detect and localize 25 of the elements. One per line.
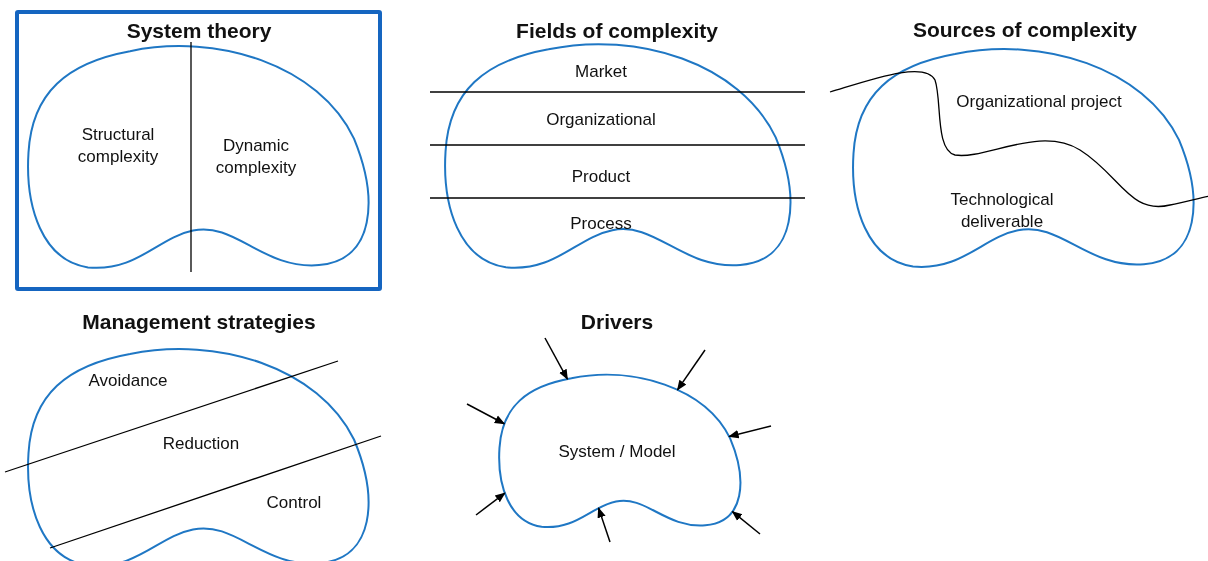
region-label: Dynamic complexity — [214, 135, 298, 179]
arrow — [731, 510, 761, 535]
arrow — [597, 507, 611, 543]
region-label: Product — [570, 166, 632, 188]
arrow — [544, 337, 569, 380]
panel-frame — [15, 10, 382, 291]
region-label: System / Model — [557, 441, 677, 463]
panel-title: Fields of complexity — [516, 20, 718, 42]
region-label: Organizational project — [955, 91, 1123, 113]
arrow — [475, 492, 506, 516]
panel-title: System theory — [126, 20, 272, 42]
region-label: Control — [265, 492, 323, 514]
panel-title: Sources of complexity — [912, 19, 1138, 41]
region-label: Technological deliverable — [949, 189, 1055, 233]
arrow — [466, 403, 506, 425]
arrow — [676, 349, 706, 391]
arrow — [728, 425, 772, 439]
panel-title: Management strategies — [82, 311, 316, 333]
region-label: Structural complexity — [76, 124, 160, 168]
region-label: Market — [574, 61, 628, 83]
region-label: Reduction — [161, 433, 241, 455]
panel-title: Drivers — [580, 311, 654, 333]
region-label: Organizational — [545, 109, 657, 131]
region-label: Avoidance — [87, 370, 169, 392]
region-label: Process — [569, 213, 633, 235]
